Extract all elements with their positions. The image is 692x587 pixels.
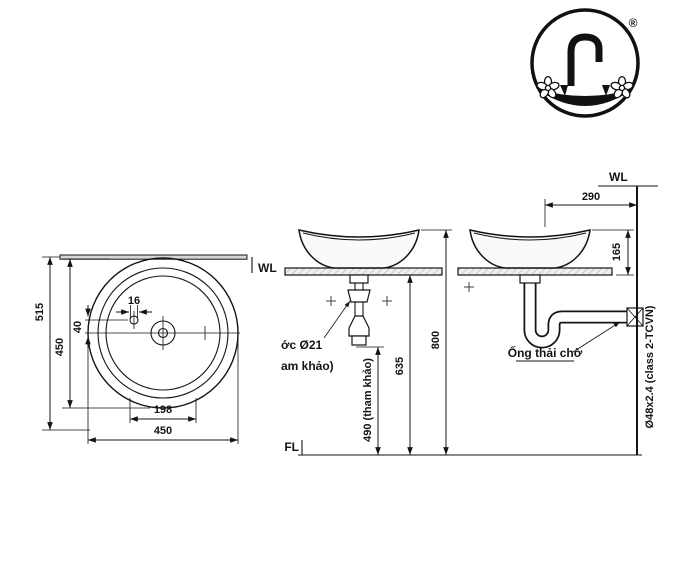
front-view: ớc Ø21 am khảo) 490 (tham khảo) 635 800 … — [281, 229, 642, 456]
dim-450h-label: 450 — [154, 425, 172, 437]
dimension-515: 515 — [34, 256, 90, 431]
mount-mark-side — [464, 282, 474, 292]
fl-marker: FL — [284, 440, 642, 456]
trap-locknut — [519, 274, 541, 284]
dim-450v-label: 450 — [54, 338, 66, 356]
pipe-spec-label: Ø48x2.4 (class 2-TCVN) — [644, 305, 656, 428]
wl-right-label: WL — [609, 170, 628, 184]
counter-section-front — [284, 267, 443, 276]
counter-section-side — [457, 267, 613, 276]
dim-490-label: 490 (tham khảo) — [362, 358, 374, 442]
dim-635-label: 635 — [394, 357, 406, 375]
drain-bell — [348, 315, 370, 337]
dimension-290: 290 — [544, 191, 637, 227]
flower-left-icon — [536, 75, 560, 99]
wl-marker-left: WL — [251, 257, 277, 275]
dimension-450-horizontal: 450 — [87, 336, 239, 444]
dim-16-label: 16 — [128, 295, 140, 307]
dim-40-label: 40 — [72, 321, 84, 333]
brand-logo: ® — [530, 8, 640, 118]
logo-circle — [530, 8, 640, 118]
nut-note: ớc Ø21 am khảo) — [281, 300, 351, 373]
top-view: WL 16 40 — [34, 254, 277, 444]
side-view: WL 290 165 Ống thải chờ — [457, 170, 658, 455]
dimension-198: 198 — [129, 398, 197, 423]
drain-nut — [347, 289, 371, 303]
faucet-icon — [567, 33, 603, 86]
water-stream-left-icon — [560, 85, 568, 96]
dimension-635: 635 — [394, 275, 413, 455]
nut-note-line1: ớc Ø21 — [281, 338, 323, 352]
wl-marker-wall: WL — [598, 170, 658, 187]
logo-swoosh — [537, 89, 633, 106]
drain-stub — [351, 335, 367, 346]
dim-198-label: 198 — [154, 404, 172, 416]
dim-800-label: 800 — [430, 331, 442, 349]
fl-label: FL — [284, 440, 299, 454]
dimension-450-vertical: 450 — [54, 258, 150, 409]
registered-mark: ® — [629, 16, 638, 30]
p-trap — [519, 274, 644, 349]
nut-note-line2: am khảo) — [281, 359, 334, 373]
dimension-490: 490 (tham khảo) — [356, 346, 384, 455]
dimension-40: 40 — [72, 305, 91, 348]
dim-165-label: 165 — [611, 243, 623, 261]
dimension-16: 16 — [116, 295, 152, 318]
wl-left-label: WL — [258, 261, 277, 275]
basin-outline — [85, 257, 240, 409]
water-stream-right-icon — [602, 85, 610, 96]
mount-marks-front — [326, 296, 392, 306]
waste-pipe-label: Ống thải chờ — [508, 345, 583, 360]
dim-515-label: 515 — [34, 303, 46, 321]
dimension-800: 800 — [421, 229, 452, 455]
vessel-bowl-front — [298, 229, 420, 269]
drain-locknut — [349, 274, 369, 284]
dim-290-label: 290 — [582, 191, 600, 203]
dimension-165: 165 — [592, 229, 634, 276]
drain-assembly — [347, 274, 371, 346]
faucet-hole — [85, 311, 139, 329]
vessel-bowl-side — [469, 229, 591, 269]
waste-pipe-note: Ống thải chờ — [508, 321, 621, 362]
flower-right-icon — [610, 75, 634, 99]
